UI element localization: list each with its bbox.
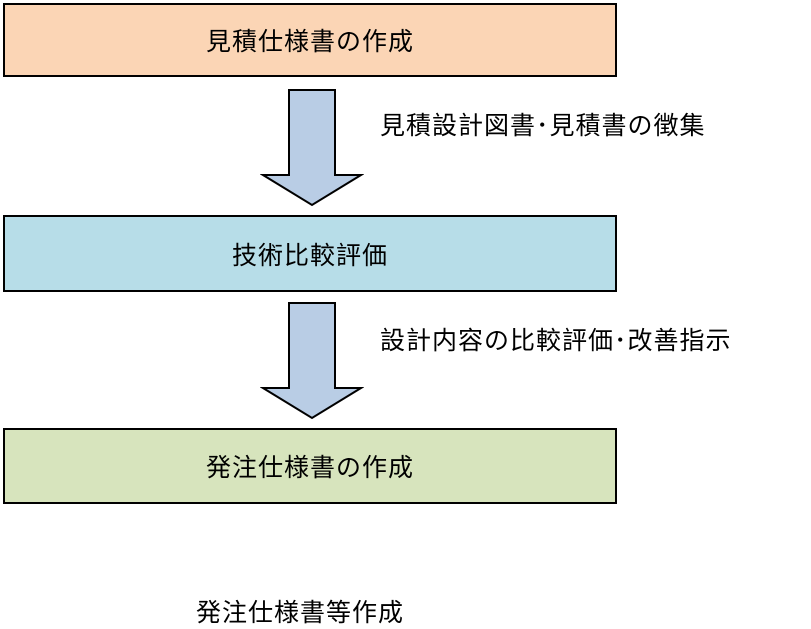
step-box-order-spec-label: 発注仕様書の作成 — [205, 453, 414, 482]
down-arrow-icon — [260, 302, 364, 420]
step-box-order-spec: 発注仕様書の作成 — [3, 428, 617, 504]
arrow-label-comparison: 設計内容の比較評価･改善指示 — [380, 326, 732, 355]
step-box-estimate-spec-label: 見積仕様書の作成 — [205, 27, 414, 56]
down-arrow-icon — [260, 89, 364, 207]
step-box-technical-evaluation-label: 技術比較評価 — [231, 240, 388, 270]
diagram-caption: 発注仕様書等作成 — [196, 598, 405, 627]
arrow-label-collection: 見積設計図書･見積書の徴集 — [380, 111, 706, 140]
step-box-estimate-spec: 見積仕様書の作成 — [3, 3, 617, 77]
step-box-technical-evaluation: 技術比較評価 — [3, 215, 617, 292]
